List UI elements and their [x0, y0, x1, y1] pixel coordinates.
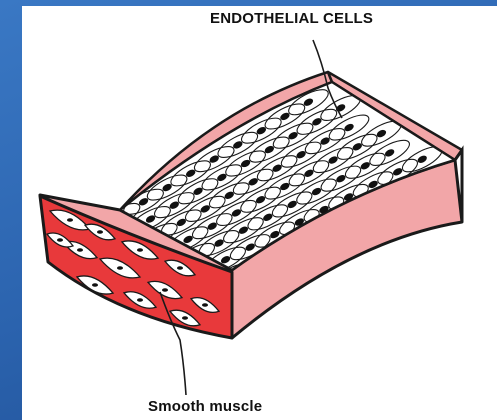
muscle-nucleus: [137, 298, 143, 302]
muscle-nucleus: [177, 266, 183, 270]
muscle-nucleus: [97, 230, 103, 234]
muscle-nucleus: [67, 218, 73, 222]
muscle-nucleus: [92, 283, 98, 287]
muscle-nucleus: [117, 266, 123, 270]
muscle-nucleus: [137, 248, 143, 252]
muscle-nucleus: [162, 288, 168, 292]
muscle-nucleus: [57, 238, 63, 242]
muscle-nucleus: [182, 316, 188, 320]
smooth-muscle-label: Smooth muscle: [148, 398, 262, 415]
endothelial-cells-label: ENDOTHELIAL CELLS: [210, 10, 373, 27]
muscle-nucleus: [202, 303, 208, 307]
muscle-nucleus: [77, 248, 83, 252]
